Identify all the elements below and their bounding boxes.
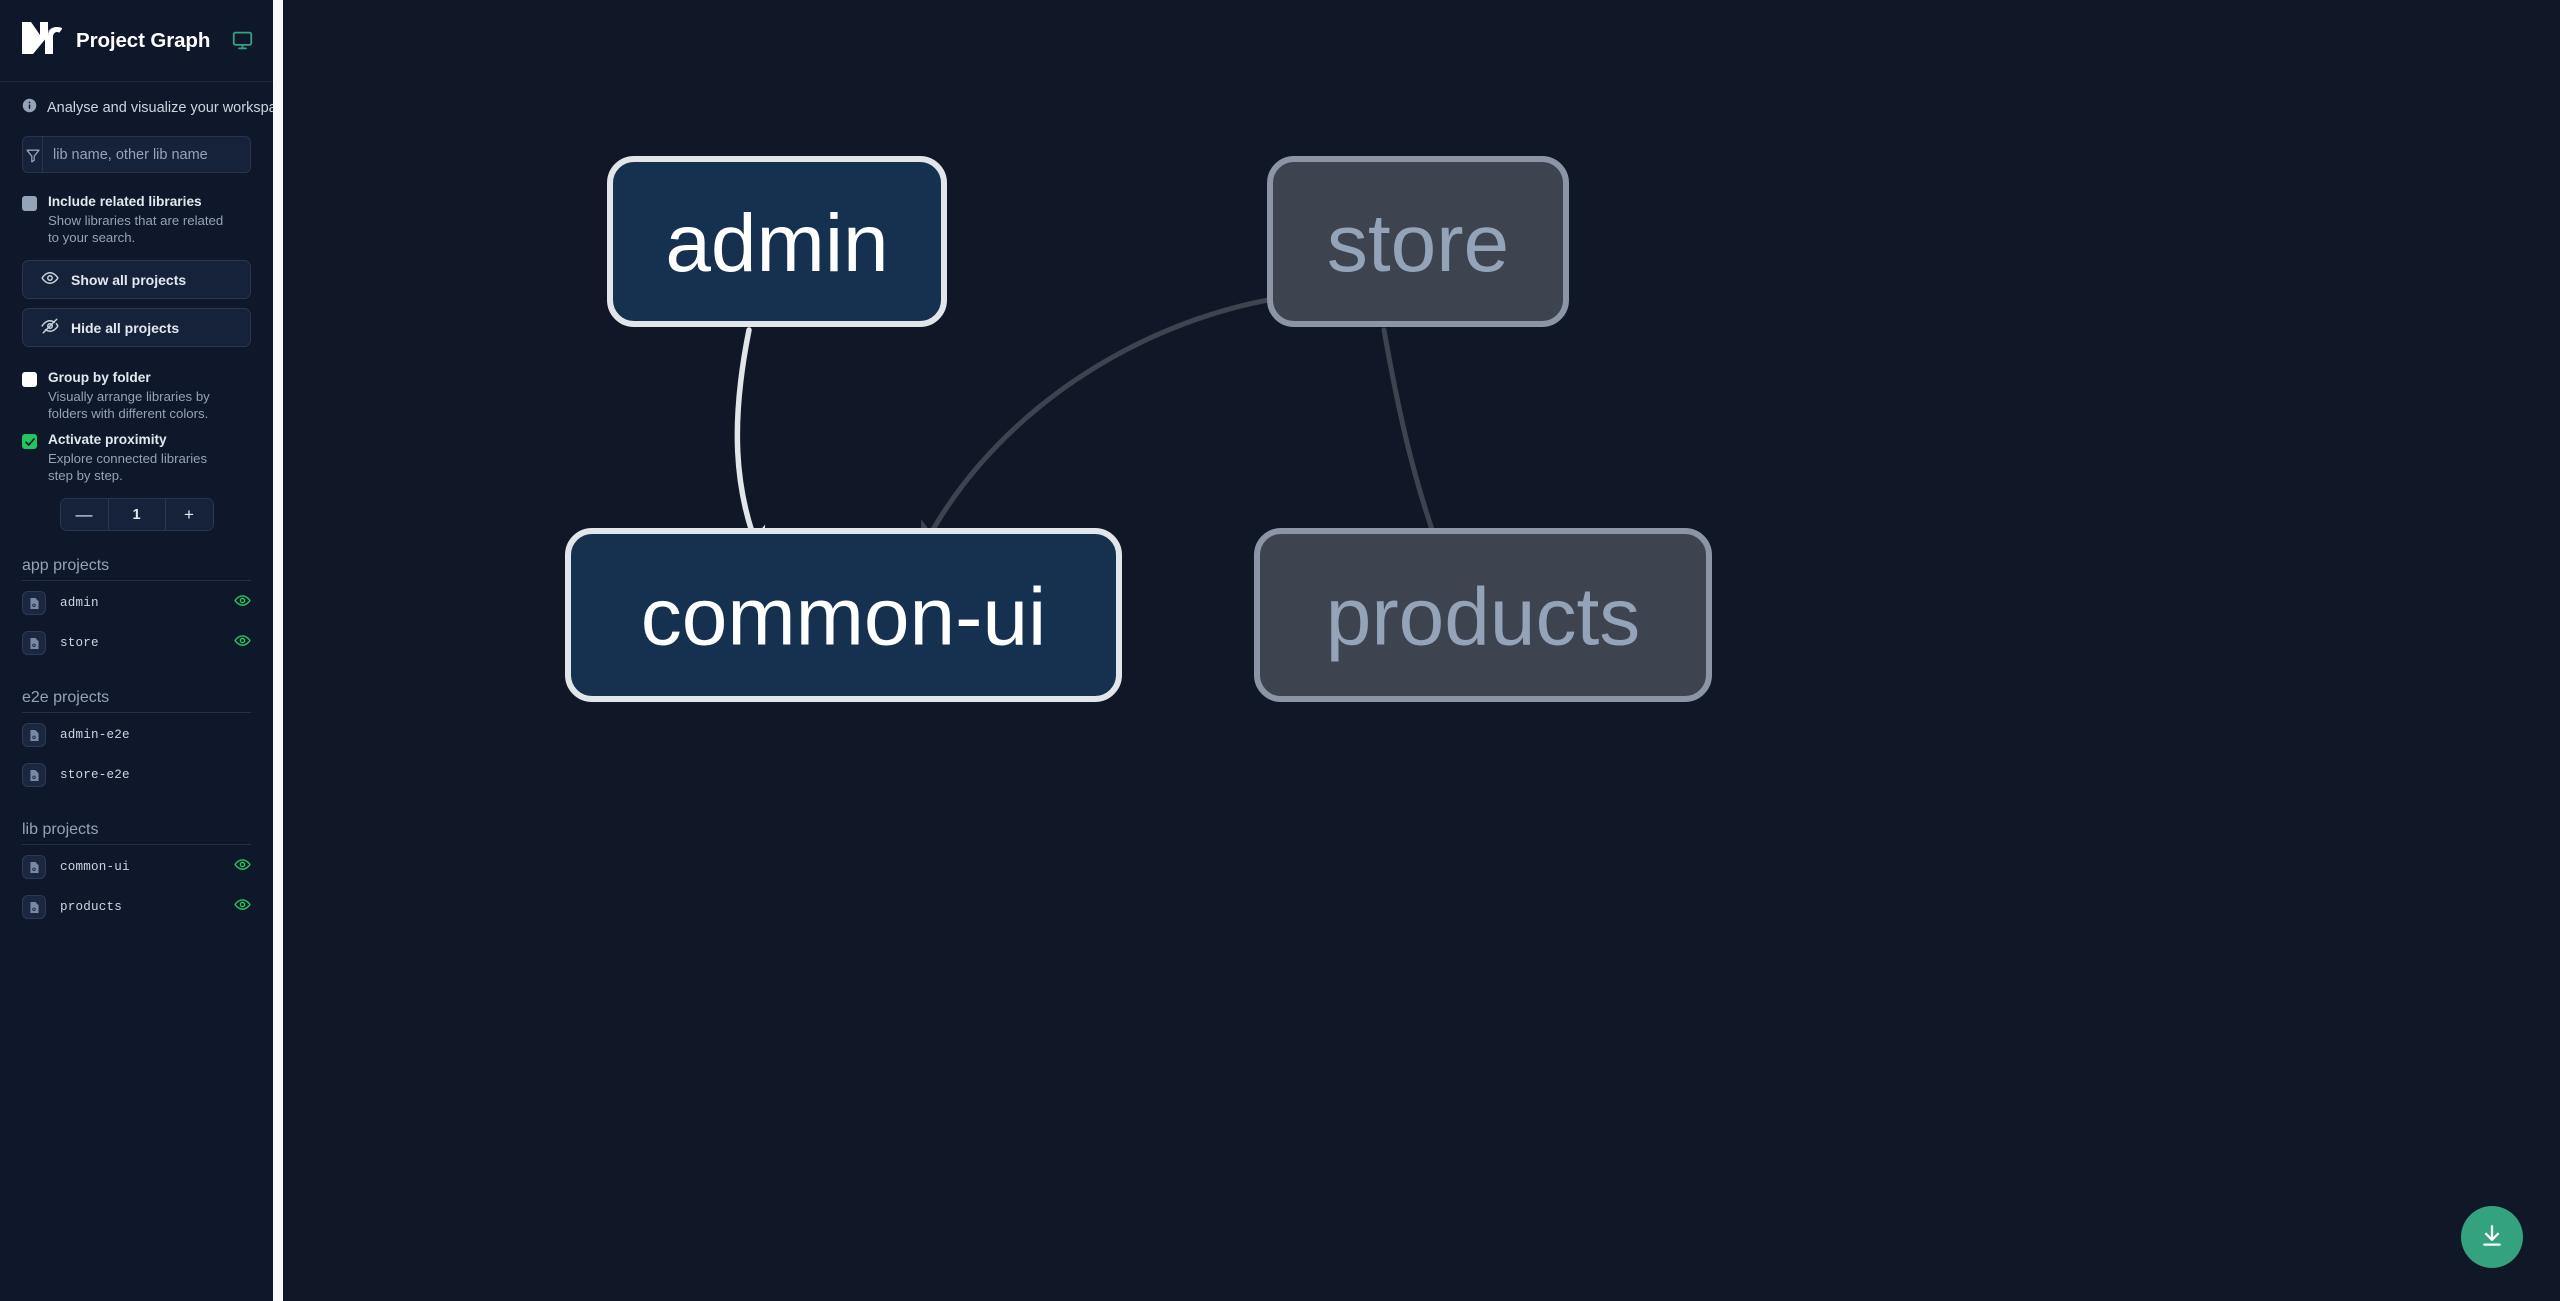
graph-svg: admin store common-ui products bbox=[565, 156, 1712, 702]
nx-logo bbox=[22, 20, 63, 61]
project-group-heading: lib projects bbox=[22, 821, 251, 845]
graph-node-shape bbox=[1267, 156, 1569, 327]
project-list: admin store bbox=[22, 583, 251, 663]
activate-proximity-label: Activate proximity bbox=[48, 432, 167, 447]
include-related-checkbox[interactable] bbox=[22, 196, 37, 211]
monitor-icon[interactable] bbox=[224, 30, 253, 51]
search-wrap bbox=[0, 118, 273, 173]
graph-edges bbox=[734, 297, 1447, 562]
visibility-buttons: Show all projects Hide all projects bbox=[0, 246, 273, 347]
sidebar-resize-handle[interactable] bbox=[273, 0, 283, 1301]
project-name: products bbox=[60, 900, 123, 914]
download-icon bbox=[2479, 1223, 2505, 1252]
eye-icon bbox=[41, 269, 59, 290]
hide-all-projects-label: Hide all projects bbox=[71, 319, 180, 336]
show-all-projects-button[interactable]: Show all projects bbox=[22, 260, 251, 299]
include-related-description: Show libraries that are related to your … bbox=[48, 213, 224, 245]
project-list-item[interactable]: admin bbox=[22, 583, 251, 623]
sidebar: Project Graph Analyse and visualize your… bbox=[0, 0, 273, 1301]
graph-node-label: store bbox=[1327, 198, 1509, 289]
graph-node-label: admin bbox=[665, 198, 888, 289]
graph-node-shape bbox=[565, 528, 1122, 702]
graph-edge-store-to-products[interactable] bbox=[1381, 327, 1447, 562]
graph-node-products[interactable]: products bbox=[1254, 528, 1712, 702]
project-list-item[interactable]: products bbox=[22, 887, 251, 927]
info-icon bbox=[22, 98, 37, 118]
graph-node-admin[interactable]: admin bbox=[607, 156, 947, 327]
activate-proximity-option[interactable]: Activate proximity Explore connected lib… bbox=[0, 422, 273, 484]
sidebar-header: Project Graph bbox=[0, 0, 273, 82]
project-group: lib projects common-ui products bbox=[0, 821, 273, 927]
project-list: common-ui products bbox=[22, 847, 251, 927]
download-graph-button[interactable] bbox=[2461, 1206, 2523, 1268]
graph-node-store[interactable]: store bbox=[1267, 156, 1569, 327]
page-title: Project Graph bbox=[76, 28, 211, 52]
proximity-decrement-button[interactable]: — bbox=[60, 499, 109, 530]
graph-node-label: common-ui bbox=[641, 572, 1047, 663]
tagline-row: Analyse and visualize your workspace. bbox=[0, 82, 273, 118]
project-group: e2e projects admin-e2e store-e2e bbox=[0, 689, 273, 795]
hide-all-projects-button[interactable]: Hide all projects bbox=[22, 308, 251, 347]
project-list: admin-e2e store-e2e bbox=[22, 715, 251, 795]
proximity-stepper-wrap: — 1 + bbox=[0, 484, 273, 531]
project-group: app projects admin store bbox=[0, 557, 273, 663]
activate-proximity-checkbox[interactable] bbox=[22, 434, 37, 449]
show-all-projects-label: Show all projects bbox=[71, 271, 187, 288]
project-file-icon bbox=[22, 895, 46, 919]
graph-nodes: admin store common-ui products bbox=[565, 156, 1712, 702]
search-input[interactable] bbox=[43, 137, 250, 172]
graph-edge-store-to-common-ui[interactable] bbox=[920, 297, 1271, 554]
project-group-heading: app projects bbox=[22, 557, 251, 581]
project-name: store-e2e bbox=[60, 768, 130, 782]
project-list-item[interactable]: store-e2e bbox=[22, 755, 251, 795]
project-list-item[interactable]: common-ui bbox=[22, 847, 251, 887]
graph-canvas[interactable]: admin store common-ui products bbox=[283, 0, 2560, 1301]
proximity-value: 1 bbox=[108, 499, 165, 530]
project-visibility-eye-icon[interactable] bbox=[234, 896, 251, 918]
project-file-icon bbox=[22, 723, 46, 747]
graph-node-shape bbox=[607, 156, 947, 327]
activate-proximity-description: Explore connected libraries step by step… bbox=[48, 451, 208, 483]
project-visibility-eye-icon[interactable] bbox=[234, 632, 251, 654]
proximity-stepper: — 1 + bbox=[59, 498, 214, 531]
include-related-label: Include related libraries bbox=[48, 194, 202, 209]
project-file-icon bbox=[22, 763, 46, 787]
include-related-libraries-option[interactable]: Include related libraries Show libraries… bbox=[0, 173, 273, 246]
project-name: admin bbox=[60, 596, 99, 610]
graph-edge-admin-to-common-ui[interactable] bbox=[734, 327, 766, 562]
graph-node-shape bbox=[1254, 528, 1712, 702]
tagline-text: Analyse and visualize your workspace. bbox=[47, 100, 273, 116]
project-list-item[interactable]: store bbox=[22, 623, 251, 663]
project-visibility-eye-icon[interactable] bbox=[234, 856, 251, 878]
filter-icon[interactable] bbox=[23, 137, 43, 172]
group-by-folder-checkbox[interactable] bbox=[22, 372, 37, 387]
graph-node-label: products bbox=[1326, 572, 1641, 663]
group-by-folder-label: Group by folder bbox=[48, 370, 151, 385]
group-by-folder-option[interactable]: Group by folder Visually arrange librari… bbox=[0, 347, 273, 422]
project-file-icon bbox=[22, 855, 46, 879]
project-list-item[interactable]: admin-e2e bbox=[22, 715, 251, 755]
eye-slash-icon bbox=[41, 317, 59, 338]
project-file-icon bbox=[22, 591, 46, 615]
project-name: store bbox=[60, 636, 99, 650]
project-name: common-ui bbox=[60, 860, 130, 874]
graph-node-common-ui[interactable]: common-ui bbox=[565, 528, 1122, 702]
project-visibility-eye-icon[interactable] bbox=[234, 592, 251, 614]
search-box[interactable] bbox=[22, 136, 251, 173]
project-name: admin-e2e bbox=[60, 728, 130, 742]
project-group-heading: e2e projects bbox=[22, 689, 251, 713]
proximity-increment-button[interactable]: + bbox=[164, 499, 213, 530]
group-by-folder-description: Visually arrange libraries by folders wi… bbox=[48, 389, 210, 421]
project-file-icon bbox=[22, 631, 46, 655]
